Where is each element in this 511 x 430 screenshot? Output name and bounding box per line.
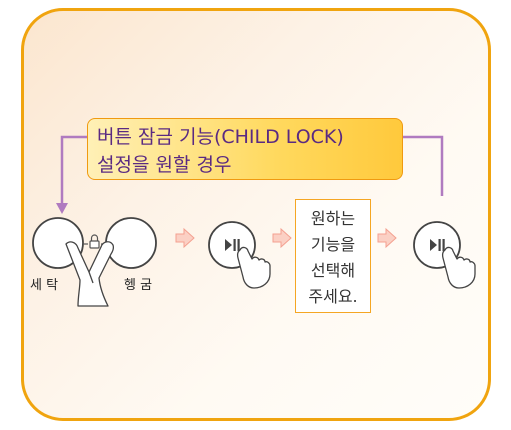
note-line-4: 주세요. bbox=[308, 287, 358, 306]
flow-arrow-3 bbox=[377, 227, 397, 249]
note-line-2: 기능을 bbox=[310, 235, 356, 254]
wash-button-label: 세 탁 bbox=[30, 278, 59, 293]
play-pause-icon bbox=[430, 239, 445, 251]
rinse-button-circle bbox=[105, 217, 157, 269]
lock-icon bbox=[83, 234, 106, 249]
pointing-hand-icon bbox=[236, 246, 271, 289]
connector-right bbox=[403, 135, 444, 196]
note-line-3: 선택해 bbox=[310, 261, 356, 280]
title-line-2: 설정을 원할 경우 bbox=[97, 154, 232, 176]
two-finger-hand-icon bbox=[65, 241, 115, 307]
flow-arrow-2 bbox=[272, 227, 292, 249]
connector-left-arrowhead bbox=[56, 203, 68, 214]
connector-left bbox=[60, 135, 87, 207]
play-pause-icon bbox=[225, 239, 240, 251]
pointing-hand-icon bbox=[441, 246, 476, 289]
title-box bbox=[87, 118, 403, 180]
instruction-card bbox=[21, 8, 491, 421]
rinse-button-label: 헹 굼 bbox=[124, 278, 153, 293]
instruction-note-box bbox=[295, 199, 371, 313]
title-line-1: 버튼 잠금 기능(CHILD LOCK) bbox=[97, 126, 344, 148]
note-line-1: 원하는 bbox=[310, 209, 356, 228]
flow-arrow-1 bbox=[175, 227, 195, 249]
